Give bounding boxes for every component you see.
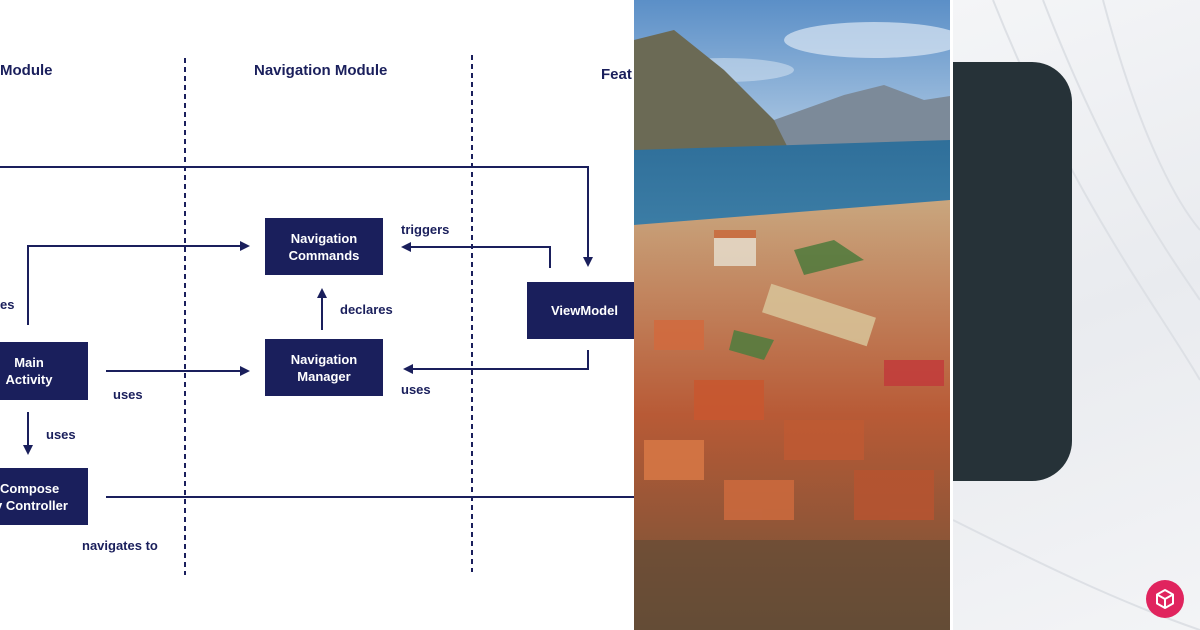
brand-logo[interactable] xyxy=(1146,580,1184,618)
node-compose-line2: v Controller xyxy=(0,497,68,513)
node-main-activity-line1: Main xyxy=(14,355,44,370)
column-title-navigation: Navigation Module xyxy=(254,62,388,79)
node-main-activity: Main Activity xyxy=(0,342,88,400)
edge-viewmodel-uses-manager xyxy=(403,350,589,374)
edge-top-to-viewmodel xyxy=(0,166,593,267)
cube-logo-icon xyxy=(1156,589,1174,609)
node-compose-nav-controller: Compose v Controller xyxy=(0,468,88,525)
coastal-town-photo xyxy=(634,0,950,630)
edge-label-declares: declares xyxy=(340,302,393,317)
edge-label-uses-cut: es xyxy=(0,297,15,312)
column-title-left: Module xyxy=(0,62,53,79)
node-navigation-commands-line1: Navigation xyxy=(290,230,358,246)
edge-label-navigates-to: navigates to xyxy=(82,538,158,553)
node-navigation-commands: Navigation Commands xyxy=(265,218,383,275)
node-compose-line1: Compose xyxy=(0,480,60,496)
panel-divider xyxy=(950,0,953,630)
title-card: le xyxy=(953,62,1072,481)
edge-activity-to-commands xyxy=(27,241,250,325)
edge-viewmodel-triggers-commands xyxy=(401,242,551,268)
edge-label-triggers: triggers xyxy=(401,222,450,237)
edge-label-uses-main-compose: uses xyxy=(46,427,76,442)
architecture-diagram: Module Navigation Module Feat Navigation… xyxy=(0,55,634,575)
node-main-activity-line2: Activity xyxy=(5,372,53,387)
node-viewmodel-label: ViewModel xyxy=(551,303,618,318)
node-navigation-manager-line2: Manager xyxy=(297,368,351,384)
node-navigation-commands-line2: Commands xyxy=(288,247,360,263)
diagram-connectors xyxy=(0,55,634,575)
title-card-panel: le xyxy=(953,0,1200,630)
node-viewmodel: ViewModel xyxy=(527,282,634,339)
coastal-town-illustration xyxy=(634,0,950,630)
node-navigation-manager-line1: Navigation xyxy=(290,351,358,367)
edge-label-uses-viewmodel-manager: uses xyxy=(401,382,431,397)
column-title-feature: Feat xyxy=(601,66,632,83)
edge-label-uses-main-manager: uses xyxy=(113,387,143,402)
node-navigation-manager: Navigation Manager xyxy=(265,339,383,396)
